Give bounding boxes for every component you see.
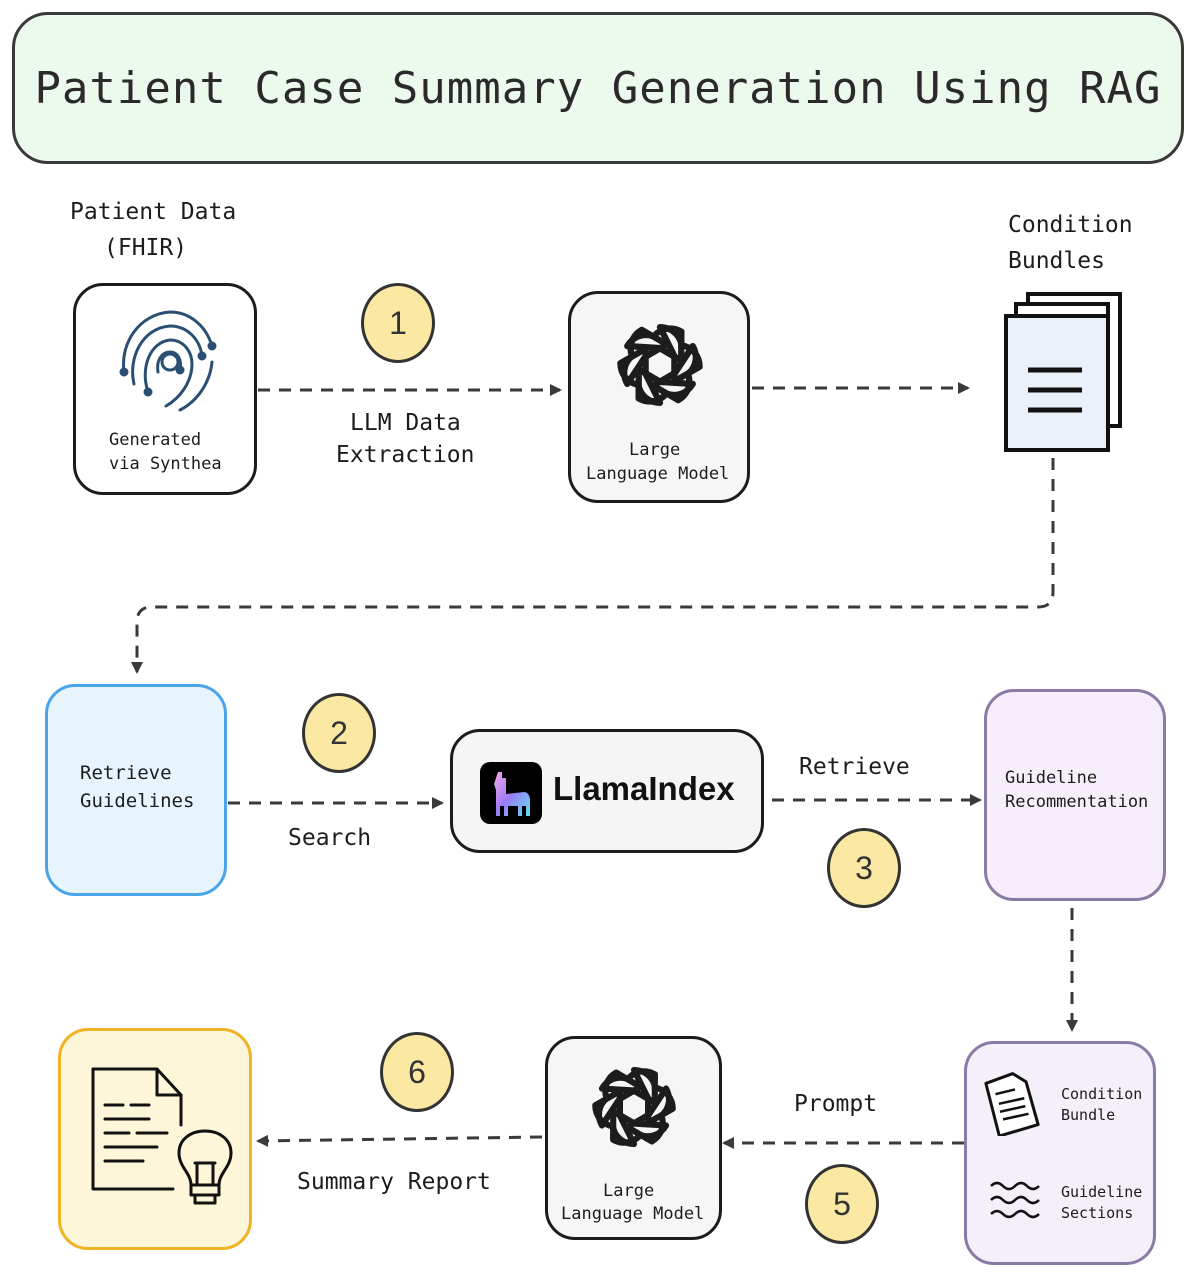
step-badge-5: 5 — [805, 1164, 879, 1244]
patient-heading-line2: (FHIR) — [104, 235, 188, 261]
prompt-label: Prompt — [794, 1091, 878, 1117]
fingerprint-icon — [119, 310, 217, 412]
retrieve-guidelines-line1: Retrieve — [80, 762, 172, 784]
condition-bundles-line1: Condition — [1008, 212, 1133, 238]
extraction-label-line2: Extraction — [336, 442, 475, 468]
document-stack-icon — [1004, 292, 1122, 452]
patient-caption-line1: Generated — [109, 430, 202, 450]
step-badge-3: 3 — [827, 828, 901, 908]
retrieve-label: Retrieve — [799, 754, 910, 780]
llm-node-top: Large Language Model — [568, 291, 750, 503]
retrieve-guidelines-line2: Guidelines — [80, 790, 195, 812]
guideline-rec-line2: Recommentation — [1005, 792, 1149, 812]
llama-logo-icon — [480, 762, 542, 824]
llm-node-bottom: Large Language Model — [545, 1036, 722, 1240]
openai-logo-icon — [617, 324, 703, 406]
summary-report-label: Summary Report — [297, 1169, 491, 1195]
wavy-lines-icon — [990, 1181, 1040, 1219]
report-lightbulb-icon — [91, 1067, 233, 1205]
input-sections-line1: Guideline — [1061, 1183, 1143, 1201]
edge-llm-to-report — [256, 1134, 543, 1147]
llamaindex-node: LlamaIndex — [450, 729, 764, 853]
extraction-label-line1: LLM Data — [350, 410, 461, 436]
step-badge-6: 6 — [380, 1032, 454, 1112]
input-bundle-line2: Bundle — [1061, 1106, 1116, 1124]
patient-data-node: Generated via Synthea — [73, 283, 257, 495]
document-icon — [984, 1072, 1040, 1136]
search-label: Search — [288, 825, 372, 851]
openai-logo-icon — [592, 1066, 676, 1148]
step-badge-1: 1 — [361, 283, 435, 363]
patient-heading-line1: Patient Data — [70, 199, 237, 225]
retrieve-guidelines-node: Retrieve Guidelines — [45, 684, 227, 896]
llm-top-caption-line2: Language Model — [586, 464, 730, 484]
guideline-rec-line1: Guideline — [1005, 768, 1098, 788]
patient-caption-line2: via Synthea — [109, 454, 222, 474]
prompt-inputs-node: Condition Bundle Guideline Sections — [964, 1041, 1156, 1265]
llm-top-caption-line1: Large — [629, 440, 681, 460]
step-badge-2: 2 — [302, 693, 376, 773]
summary-report-node — [58, 1028, 252, 1250]
llm-bottom-caption-line2: Language Model — [561, 1204, 705, 1224]
llamaindex-label: LlamaIndex — [553, 770, 735, 807]
llm-bottom-caption-line1: Large — [603, 1181, 655, 1201]
guideline-recommendation-node: Guideline Recommentation — [984, 689, 1166, 901]
title-banner: Patient Case Summary Generation Using RA… — [12, 12, 1184, 164]
input-bundle-line1: Condition — [1061, 1085, 1143, 1103]
input-sections-line2: Sections — [1061, 1204, 1134, 1222]
page-title: Patient Case Summary Generation Using RA… — [34, 62, 1162, 114]
condition-bundles-line2: Bundles — [1008, 248, 1105, 274]
